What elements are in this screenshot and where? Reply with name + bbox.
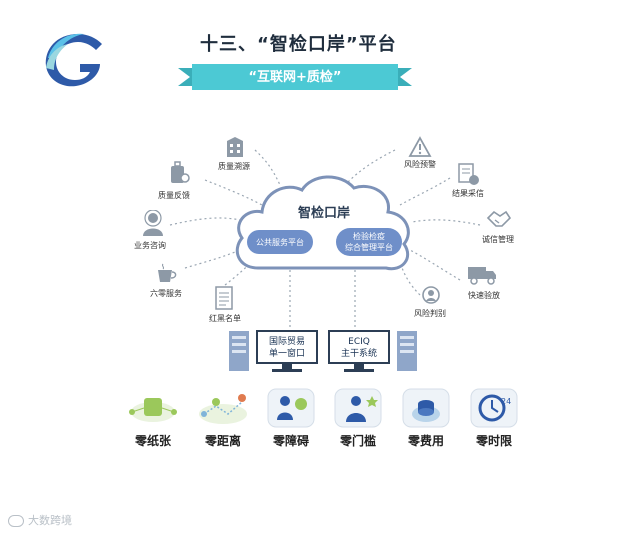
public-service-label: 公共服务平台 bbox=[256, 238, 304, 247]
logo-g-icon bbox=[45, 33, 102, 87]
server-right-icon bbox=[397, 331, 417, 371]
consultant-icon bbox=[143, 210, 163, 236]
document-check-icon bbox=[458, 163, 479, 185]
inspection-platform-label-2: 综合管理平台 bbox=[345, 243, 393, 252]
zero-fee-label: 零费用 bbox=[407, 434, 444, 448]
service-fast-release: 快速验放 bbox=[468, 291, 500, 300]
system-single-window-1: 国际贸易 bbox=[268, 337, 305, 347]
warning-icon bbox=[408, 136, 432, 157]
service-risk-assessment: 风险判别 bbox=[414, 309, 446, 318]
service-result-accept: 结果采信 bbox=[452, 189, 484, 198]
document-list-icon bbox=[215, 286, 233, 310]
system-eciq-1: ECIQ bbox=[348, 337, 370, 347]
no-time-limit-icon: 24 bbox=[470, 388, 518, 428]
service-quality-feedback: 质量反馈 bbox=[158, 191, 190, 200]
service-red-black-list: 红黑名单 bbox=[209, 314, 241, 323]
luggage-icon bbox=[171, 161, 190, 183]
service-quality-trace: 质量溯源 bbox=[218, 162, 250, 171]
weibo-icon bbox=[8, 515, 24, 527]
zero-paper-label: 零纸张 bbox=[134, 434, 171, 448]
banner-ribbon bbox=[178, 64, 412, 90]
paperless-icon bbox=[129, 398, 177, 422]
svg-text:24: 24 bbox=[501, 397, 511, 406]
zero-barrier-label: 零障碍 bbox=[272, 434, 309, 448]
zero-threshold-label: 零门槛 bbox=[339, 434, 376, 448]
inspection-platform-label-1: 检验检疫 bbox=[353, 232, 385, 241]
watermark: 大数跨境 bbox=[8, 512, 72, 528]
service-credit-management: 诚信管理 bbox=[482, 235, 514, 244]
zero-distance-label: 零距离 bbox=[204, 434, 241, 448]
free-cost-icon bbox=[402, 388, 450, 428]
risk-assessment-icon bbox=[422, 286, 440, 304]
service-consulting: 业务咨询 bbox=[134, 241, 166, 250]
monitor-left bbox=[256, 330, 318, 372]
server-left-icon bbox=[229, 331, 249, 371]
barrier-free-icon bbox=[267, 388, 315, 428]
watermark-text: 大数跨境 bbox=[28, 514, 72, 527]
public-service-pill bbox=[247, 230, 313, 254]
service-six-zero: 六零服务 bbox=[150, 289, 182, 298]
coffee-cup-icon bbox=[158, 263, 177, 282]
distance-icon bbox=[199, 394, 247, 424]
handshake-icon bbox=[486, 210, 512, 227]
cloud-title: 智检口岸 bbox=[298, 206, 351, 221]
monitor-right bbox=[328, 330, 390, 372]
system-single-window-2: 单一窗口 bbox=[268, 349, 305, 359]
building-icon bbox=[227, 137, 243, 157]
cloud-shape bbox=[235, 175, 410, 271]
page-title: 十三、“智检口岸”平台 bbox=[200, 34, 397, 55]
system-eciq-2: 主干系统 bbox=[340, 349, 377, 359]
banner-text: “互联网+质检” bbox=[248, 70, 342, 85]
zero-time-label: 零时限 bbox=[475, 434, 512, 448]
truck-icon bbox=[468, 267, 496, 285]
inspection-platform-pill bbox=[336, 228, 402, 256]
service-risk-warning: 风险预警 bbox=[404, 160, 436, 169]
threshold-icon bbox=[334, 388, 382, 428]
